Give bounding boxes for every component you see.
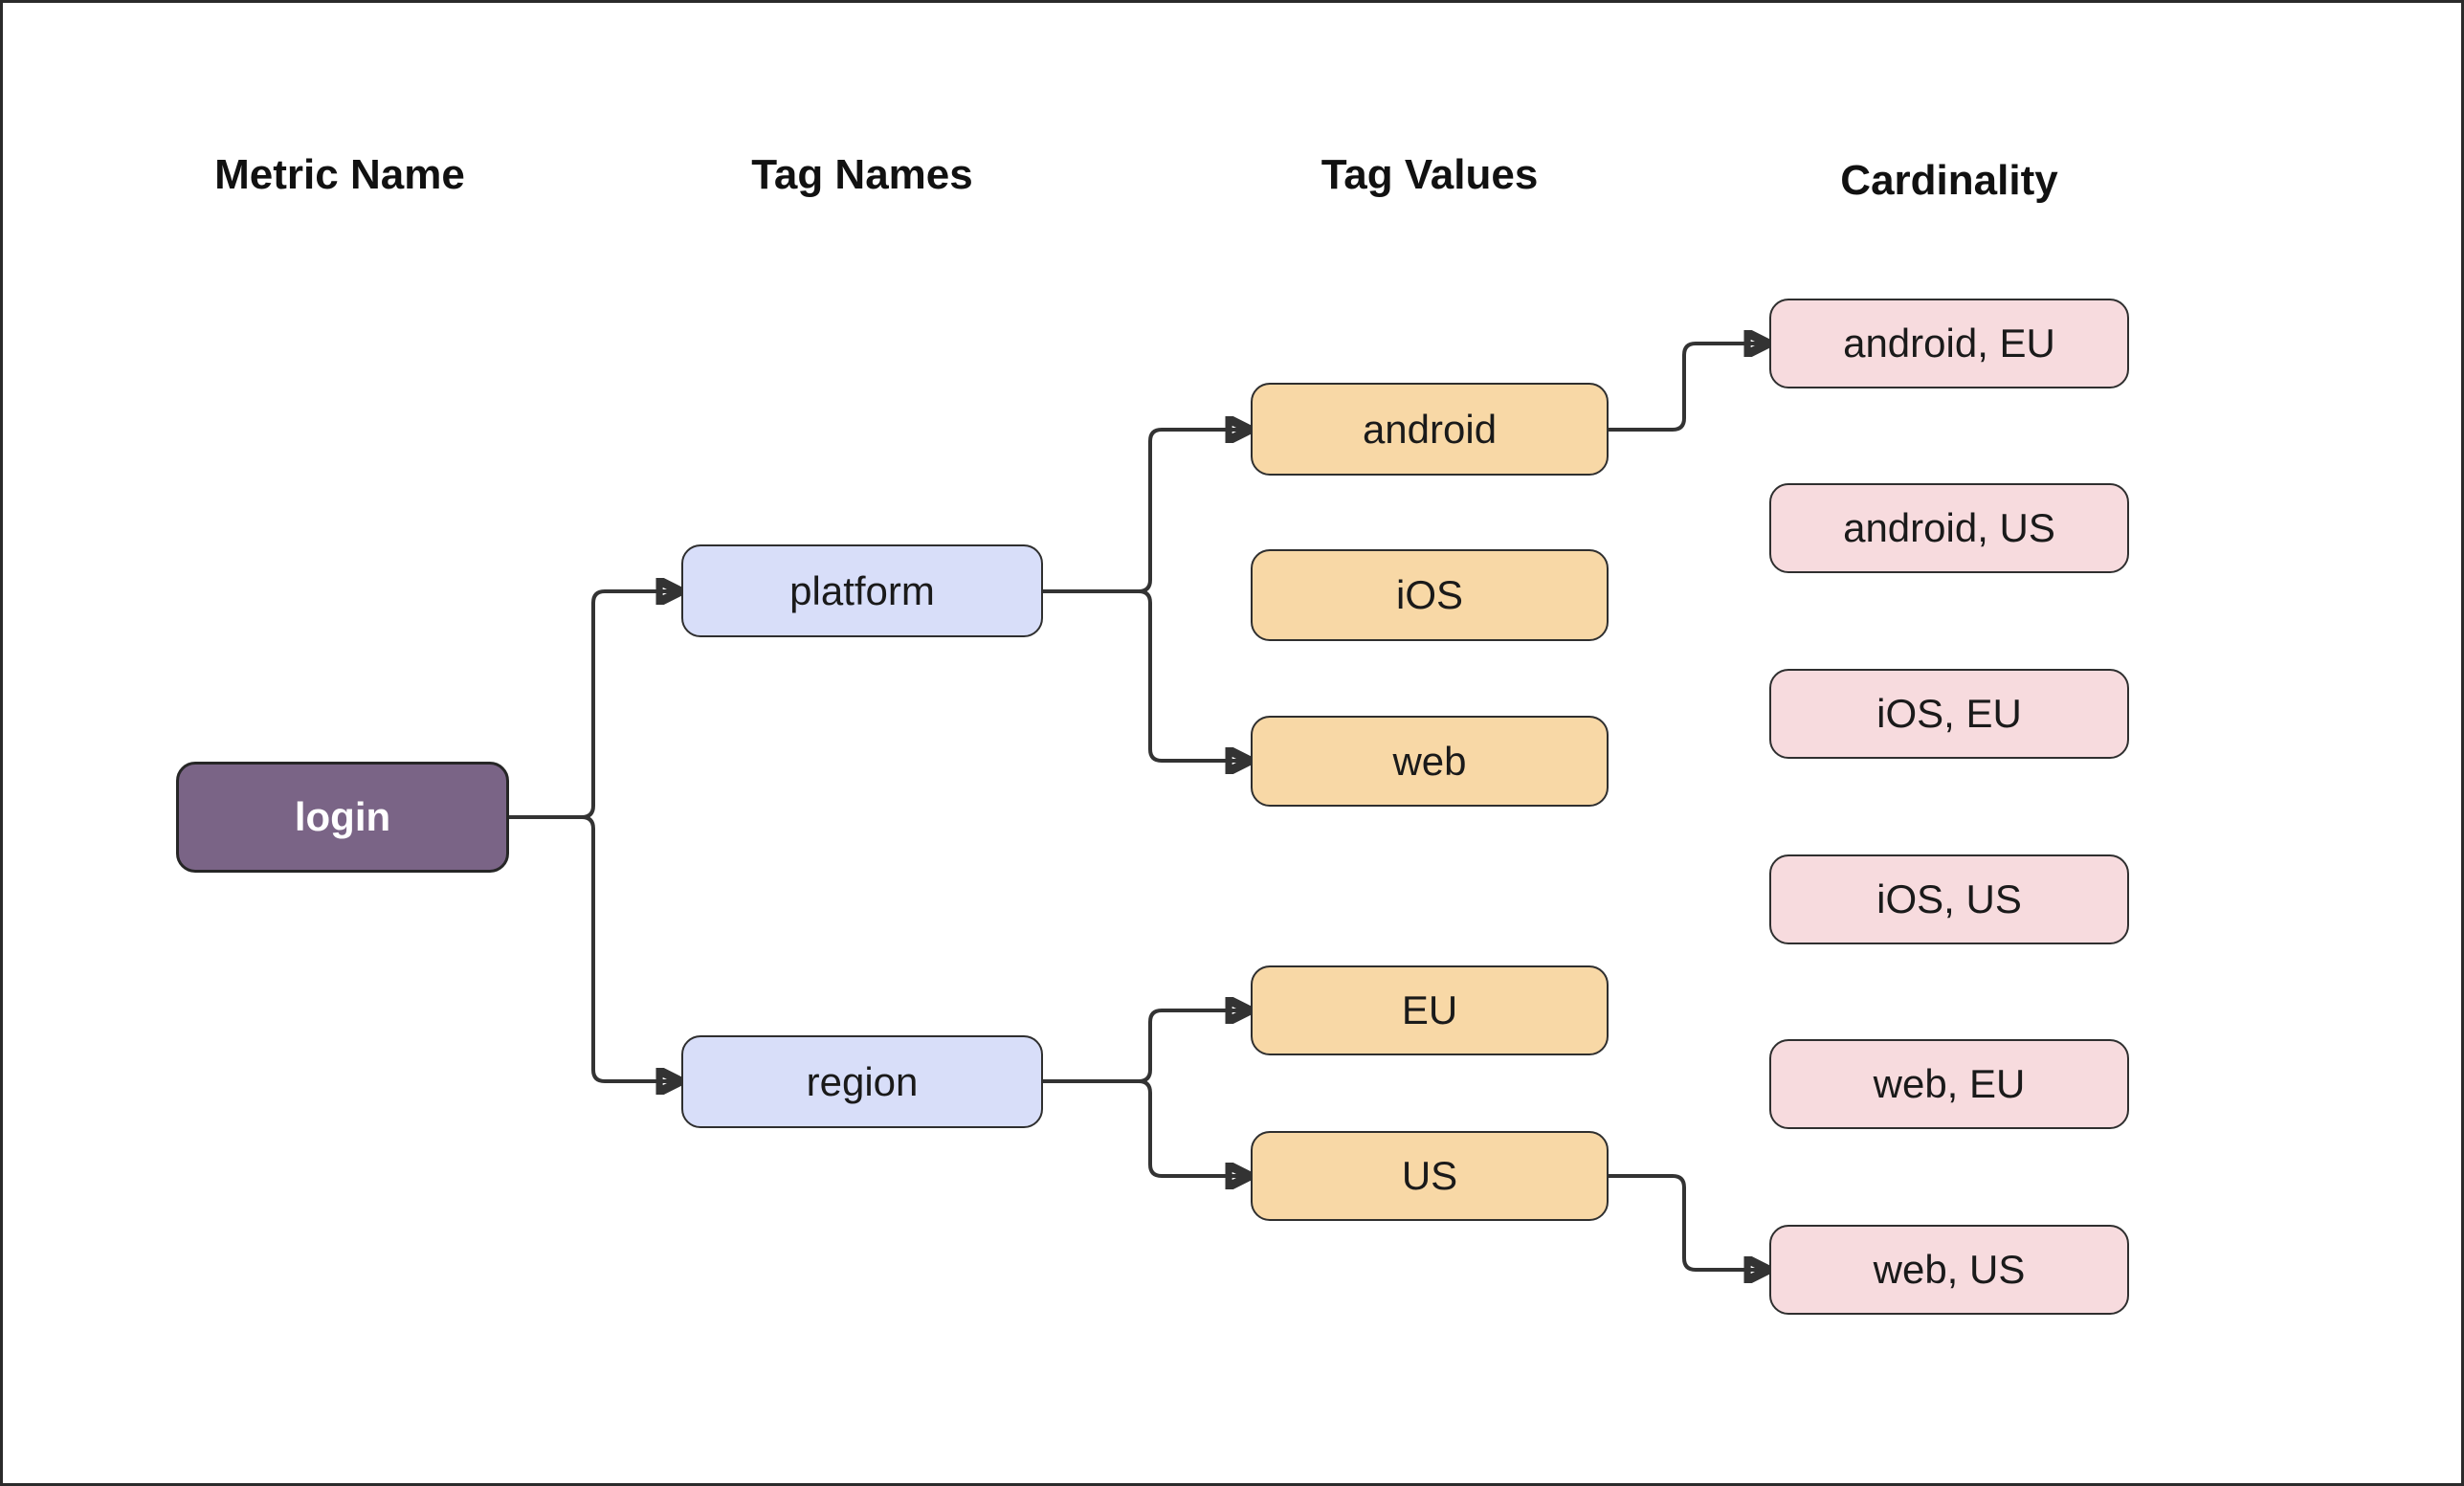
node-android: android bbox=[1251, 383, 1609, 476]
edge-login-platform bbox=[509, 591, 678, 819]
node-region: region bbox=[681, 1035, 1043, 1128]
node-web-us: web, US bbox=[1769, 1225, 2129, 1315]
node-web-eu: web, EU bbox=[1769, 1039, 2129, 1129]
column-header-metric-name: Metric Name bbox=[214, 151, 465, 198]
node-web: web bbox=[1251, 716, 1609, 807]
edge-layer bbox=[509, 3, 2464, 1486]
node-ios-eu: iOS, EU bbox=[1769, 669, 2129, 759]
node-ios-us: iOS, US bbox=[1769, 854, 2129, 944]
edge-region-eu bbox=[1043, 1010, 1248, 1083]
node-us: US bbox=[1251, 1131, 1609, 1221]
edge-us-web-us bbox=[1609, 1174, 1766, 1270]
node-login: login bbox=[176, 762, 509, 873]
node-eu: EU bbox=[1251, 965, 1609, 1055]
edge-platform-web bbox=[1043, 589, 1248, 761]
column-header-tag-values: Tag Values bbox=[1321, 151, 1539, 198]
node-android-us: android, US bbox=[1769, 483, 2129, 573]
edge-region-us bbox=[1043, 1079, 1248, 1176]
column-header-cardinality: Cardinality bbox=[1840, 157, 2058, 204]
edge-android-android-eu bbox=[1609, 344, 1766, 432]
node-android-eu: android, EU bbox=[1769, 299, 2129, 388]
column-header-tag-names: Tag Names bbox=[751, 151, 973, 198]
node-ios: iOS bbox=[1251, 549, 1609, 641]
edge-platform-android bbox=[1043, 430, 1248, 593]
node-platform: platform bbox=[681, 544, 1043, 637]
edge-login-region bbox=[509, 815, 678, 1081]
